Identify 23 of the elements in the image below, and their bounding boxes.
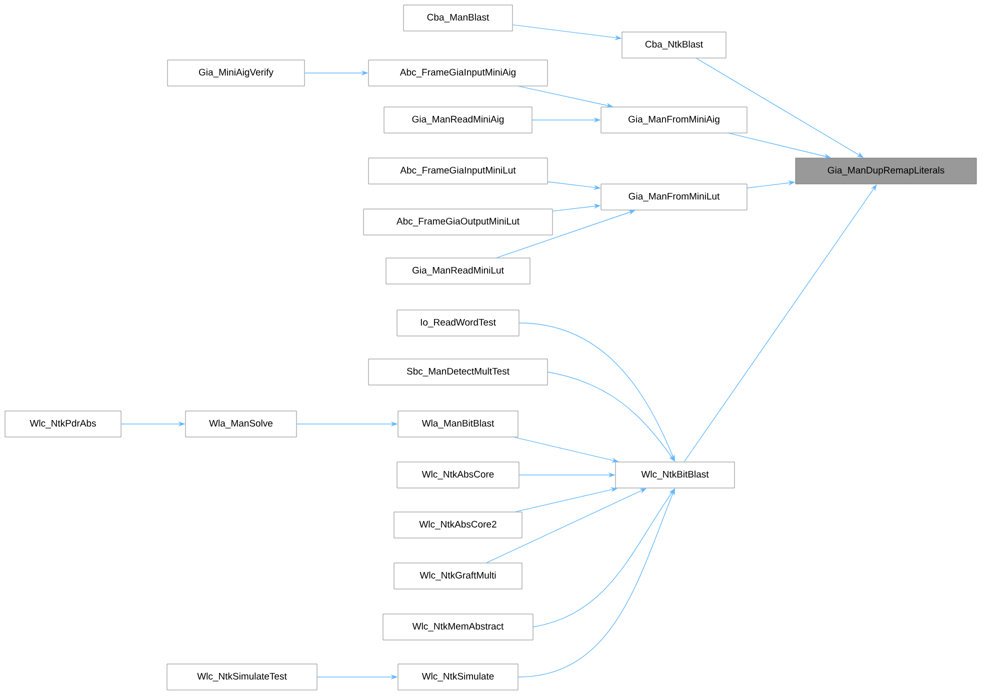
function-box: Wlc_NtkSimulate — [398, 664, 518, 690]
function-box: Gia_ManReadMiniLut — [386, 258, 530, 284]
function-box: Wlc_NtkSimulateTest — [166, 664, 318, 690]
function-box: Wla_ManSolve — [185, 410, 297, 438]
function-box: Abc_FrameGiaInputMiniLut — [368, 158, 548, 184]
function-box: Gia_ManDupRemapLiterals — [795, 158, 977, 184]
function-box: Io_ReadWordTest — [396, 310, 520, 336]
function-box: Gia_ManFromMiniLut — [600, 184, 748, 210]
function-box: Gia_MiniAigVerify — [167, 60, 305, 86]
function-box: Gia_ManReadMiniAig — [384, 106, 532, 134]
function-box: Wlc_NtkGraftMulti — [394, 562, 522, 590]
function-box: Wlc_NtkBitBlast — [615, 462, 735, 488]
function-box: Wlc_NtkMemAbstract — [382, 614, 534, 640]
function-box: Sbc_ManDetectMultTest — [368, 358, 548, 386]
function-box: Wlc_NtkAbsCore2 — [394, 512, 522, 538]
function-box: Wlc_NtkAbsCore — [396, 462, 520, 488]
function-box: Gia_ManFromMiniAig — [600, 106, 748, 134]
function-box: Cba_NtkBlast — [622, 32, 726, 58]
function-box: Wlc_NtkPdrAbs — [4, 410, 122, 438]
function-box: Cba_ManBlast — [403, 4, 513, 32]
function-box: Abc_FrameGiaOutputMiniLut — [363, 208, 553, 236]
function-box: Wla_ManBitBlast — [398, 410, 518, 438]
function-box: Abc_FrameGiaInputMiniAig — [368, 60, 548, 86]
